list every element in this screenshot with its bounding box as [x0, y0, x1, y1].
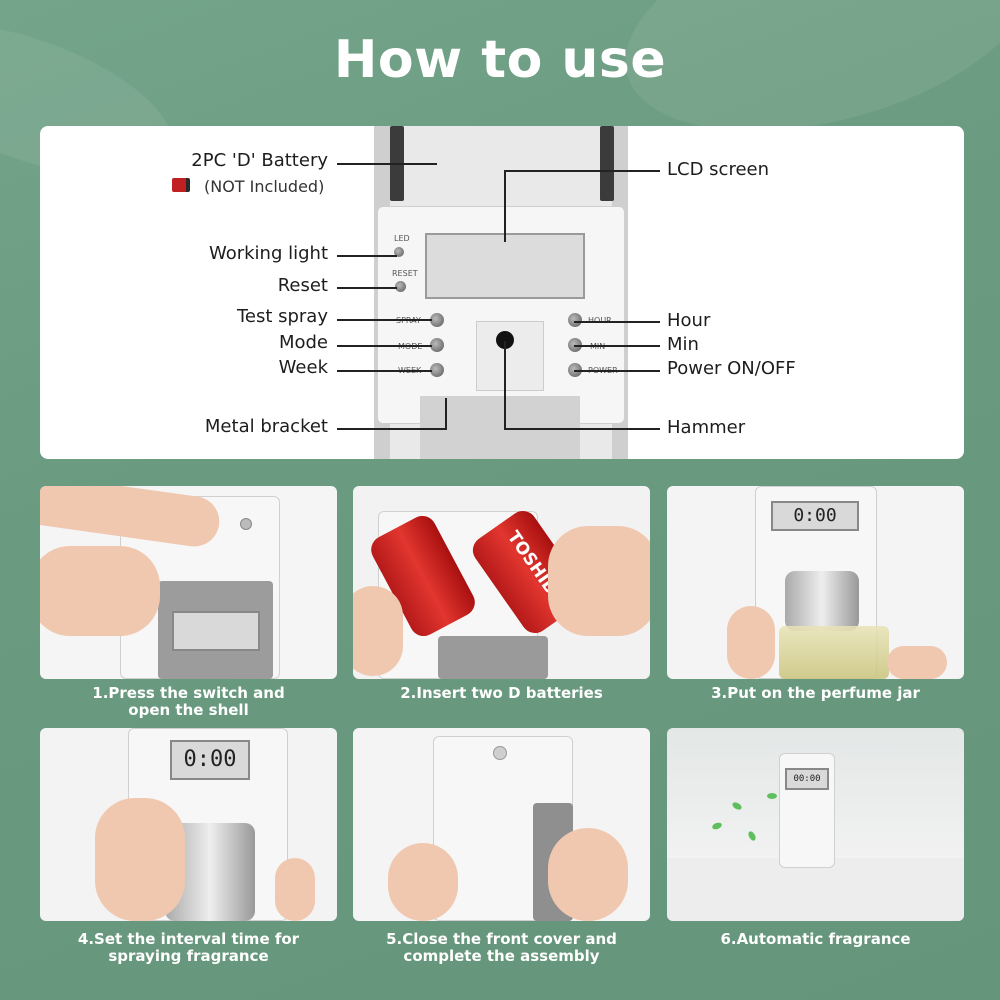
leader-line-test-spray [337, 319, 432, 321]
device-metal-bracket [420, 396, 580, 459]
battery-icon [172, 178, 190, 192]
label-test-spray: Test spray [236, 306, 328, 327]
step-6-caption-line1: 6.Automatic fragrance [720, 930, 911, 948]
device-led-knob [394, 247, 404, 257]
label-power: Power ON/OFF [667, 358, 796, 379]
device-led-text: LED [394, 234, 410, 243]
hand-left [95, 798, 185, 921]
device-reset-text: RESET [392, 269, 418, 278]
device-hour-text: HOUR [588, 316, 612, 325]
label-lcd-screen: LCD screen [667, 159, 770, 180]
leader-line-hour [574, 321, 660, 323]
device-lcd: 00:00 [785, 768, 829, 790]
leader-line-metal-bracket [337, 428, 447, 430]
leader-line-hammer [504, 428, 660, 430]
hand-left [727, 606, 775, 679]
leader-line-mode [337, 345, 432, 347]
label-battery: 2PC 'D' Battery [191, 150, 328, 171]
device-spray-text: SPRAY [396, 316, 421, 325]
device-hour-knob [568, 313, 582, 327]
device-lcd-screen [425, 233, 585, 299]
leader-line-hammer-vertical [504, 341, 506, 429]
device-spray-knob [430, 313, 444, 327]
leader-line-week [337, 370, 432, 372]
leaf-icon [711, 821, 723, 831]
device-mode-knob [430, 338, 444, 352]
leader-line-working-light [337, 255, 397, 257]
step-2-caption: 2.Insert two D batteries [353, 685, 650, 702]
device-diagram: LED RESET SPRAY MODE WEEK HOUR MIN POWER… [40, 126, 964, 459]
step-1-caption-line2: open the shell [128, 701, 249, 719]
leader-line-min [574, 345, 660, 347]
label-hour: Hour [667, 310, 711, 331]
step-4-caption-line1: 4.Set the interval time for [77, 930, 300, 948]
step-6-caption: 6.Automatic fragrance [667, 931, 964, 948]
device-hammer [496, 331, 514, 349]
device-min-text: MIN [590, 342, 606, 351]
label-week: Week [278, 357, 328, 378]
step-6-photo: 00:00 [667, 728, 964, 921]
hand-left [388, 843, 458, 921]
perfume-can [785, 571, 859, 631]
hand-left [353, 586, 403, 676]
step-2-photo: TOSHIBA [353, 486, 650, 679]
leader-line-power [574, 370, 660, 372]
perfume-jar [779, 626, 889, 679]
leaf-icon [731, 800, 743, 812]
step-5-caption: 5.Close the front cover and complete the… [353, 931, 650, 965]
device-lcd: 0:00 [771, 501, 859, 531]
step-5-caption-line2: complete the assembly [403, 947, 600, 965]
hand-side [40, 546, 160, 636]
device-mode-text: MODE [398, 342, 423, 351]
step-1-photo [40, 486, 337, 679]
step-3-caption: 3.Put on the perfume jar [667, 685, 964, 702]
label-metal-bracket: Metal bracket [204, 416, 328, 437]
device-week-knob [430, 363, 444, 377]
step-3-caption-line1: 3.Put on the perfume jar [711, 684, 920, 702]
battery-clip-right [600, 126, 614, 201]
device-lcd: 0:00 [170, 740, 250, 780]
device-spray-well [476, 321, 544, 391]
page-title: How to use [333, 30, 667, 90]
hand-right [548, 828, 628, 921]
step-1-caption-line1: 1.Press the switch and [92, 684, 285, 702]
hand-right [887, 646, 947, 679]
device-reset-knob [395, 281, 406, 292]
step-1-caption: 1.Press the switch and open the shell [40, 685, 337, 719]
step-3-photo: 0:00 [667, 486, 964, 679]
label-min: Min [667, 334, 699, 355]
step-5-photo [353, 728, 650, 921]
top-button-icon [493, 746, 507, 760]
leaf-icon [767, 793, 777, 799]
label-mode: Mode [278, 332, 328, 353]
label-battery-note: (NOT Included) [204, 177, 325, 196]
label-hammer: Hammer [667, 417, 746, 438]
device-lcd-frame [438, 636, 548, 679]
step-2-caption-line1: 2.Insert two D batteries [400, 684, 603, 702]
hand-right [275, 858, 315, 921]
leader-line-lcd [504, 170, 660, 172]
device-lcd [172, 611, 260, 651]
switch-button-icon [240, 518, 252, 530]
leader-line-lcd-vertical [504, 170, 506, 242]
leaf-icon [746, 830, 758, 842]
hand-right [548, 526, 650, 636]
step-4-caption: 4.Set the interval time for spraying fra… [40, 931, 337, 965]
step-4-photo: 0:00 [40, 728, 337, 921]
leader-line-battery [337, 163, 437, 165]
leader-line-reset [337, 287, 397, 289]
label-reset: Reset [277, 275, 328, 296]
step-5-caption-line1: 5.Close the front cover and [386, 930, 617, 948]
step-4-caption-line2: spraying fragrance [108, 947, 269, 965]
shelf [667, 858, 964, 921]
leader-line-metal-bracket-vertical [445, 398, 447, 429]
label-working-light: Working light [208, 243, 328, 264]
